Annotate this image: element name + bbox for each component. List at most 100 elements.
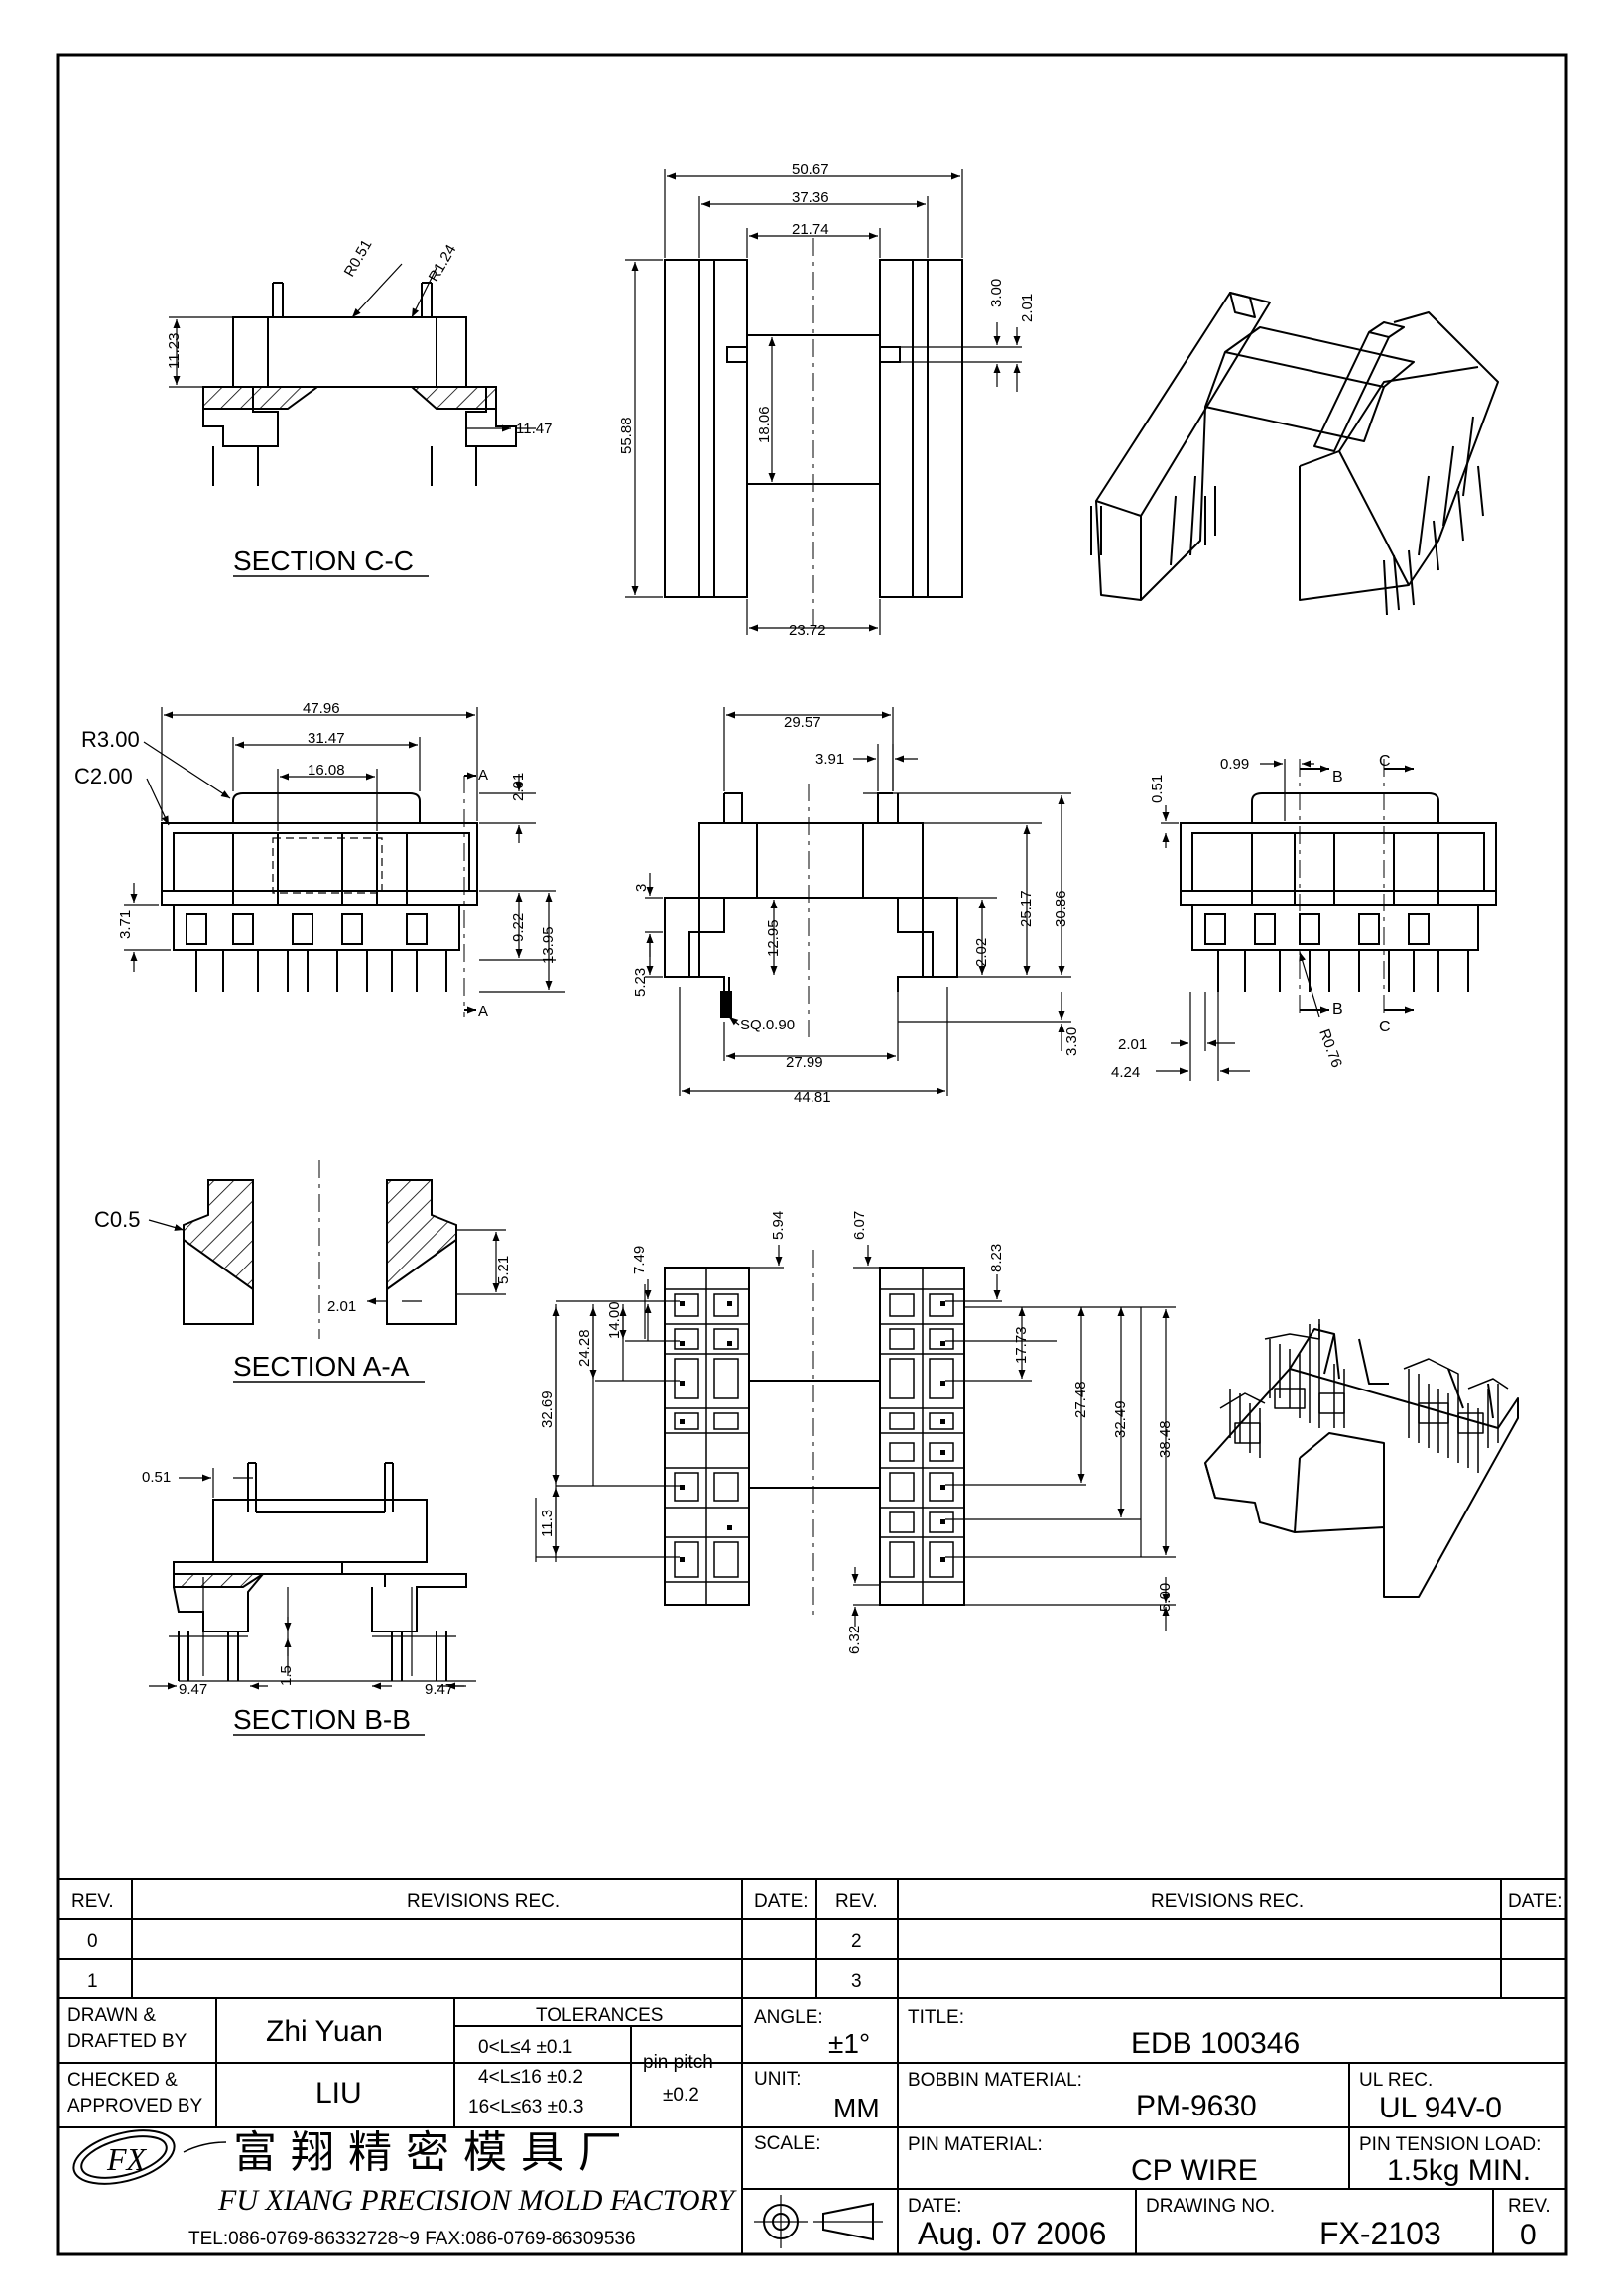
checked-label-line2: APPROVED BY — [67, 2096, 203, 2116]
dim-2-01: 2.01 — [1019, 294, 1036, 322]
rev-row-1: 1 — [87, 1971, 98, 1992]
dim-50-67: 50.67 — [792, 161, 829, 178]
pin-material-value: CP WIRE — [1131, 2154, 1258, 2187]
section-c-c-view — [169, 263, 536, 486]
checked-label-line1: CHECKED & — [67, 2070, 178, 2091]
tolerances-label: TOLERANCES — [536, 2005, 663, 2026]
drawing-border — [56, 53, 1568, 2256]
scale-label: SCALE: — [754, 2133, 821, 2154]
rev-header-left: REV. — [71, 1891, 114, 1912]
dim-11-47: 11.47 — [516, 421, 552, 437]
top-view — [625, 169, 1022, 635]
dim-3-71: 3.71 — [117, 910, 134, 939]
unit-value: MM — [833, 2093, 880, 2123]
dim-6-32: 6.32 — [846, 1626, 863, 1654]
dim-23-72: 23.72 — [789, 622, 826, 639]
company-contact: TEL:086-0769-86332728~9 FAX:086-0769-863… — [188, 2229, 636, 2249]
ul-rec-label: UL REC. — [1359, 2070, 1433, 2091]
company-logo-text: FX — [106, 2141, 148, 2177]
rev-value: 0 — [1520, 2219, 1537, 2251]
bobbin-material-value: PM-9630 — [1136, 2090, 1257, 2122]
section-b-b-caption: SECTION B-B — [233, 1704, 411, 1735]
dim-13-95: 13.95 — [540, 926, 557, 964]
dim-5-21: 5.21 — [495, 1256, 512, 1284]
dim-1-5: 1.5 — [278, 1665, 295, 1686]
dim-0-51-rear: 0.51 — [1149, 775, 1166, 803]
title-label: TITLE: — [908, 2007, 964, 2028]
unit-label: UNIT: — [754, 2069, 802, 2090]
cut-mark-c-bottom: C — [1379, 1019, 1391, 1035]
dim-31-47: 31.47 — [308, 730, 345, 747]
cut-mark-c-top: C — [1379, 753, 1391, 770]
dim-30-86: 30.86 — [1053, 890, 1069, 927]
front-view — [124, 707, 565, 1017]
rev-row-3: 3 — [851, 1971, 862, 1992]
dim-8-23: 8.23 — [988, 1244, 1005, 1272]
checked-by-value: LIU — [315, 2077, 362, 2110]
dim-18-06: 18.06 — [756, 406, 773, 443]
dim-6-07: 6.07 — [851, 1211, 868, 1240]
side-view — [645, 707, 1071, 1096]
company-logo-icon — [72, 2129, 227, 2185]
rev-row-0: 0 — [87, 1931, 98, 1952]
dim-25-17: 25.17 — [1018, 890, 1035, 927]
dim-32-69: 32.69 — [539, 1390, 556, 1428]
dim-3-30: 3.30 — [1063, 1027, 1080, 1056]
dim-55-88: 55.88 — [618, 417, 635, 454]
angle-label: ANGLE: — [754, 2007, 823, 2028]
dim-r0-76: R0.76 — [1315, 1027, 1345, 1070]
section-c-c-caption: SECTION C-C — [233, 545, 414, 576]
tolerance-row-1: 0<L≤4 ±0.1 — [478, 2037, 572, 2058]
section-a-a-view — [148, 1160, 506, 1339]
dim-24-28: 24.28 — [576, 1329, 593, 1367]
company-name-en: FU XIANG PRECISION MOLD FACTORY — [217, 2184, 737, 2217]
bobbin-material-label: BOBBIN MATERIAL: — [908, 2070, 1082, 2091]
title-block — [58, 1998, 1566, 2254]
dim-2-02: 2.02 — [973, 938, 990, 967]
dim-44-81: 44.81 — [794, 1089, 831, 1106]
rear-view — [1156, 759, 1497, 1081]
company-name-cn: 富 翔 精 密 模 具 厂 — [233, 2127, 622, 2178]
tolerance-row-2: 4<L≤16 ±0.2 — [478, 2067, 583, 2088]
dim-38-48: 38.48 — [1157, 1420, 1174, 1458]
dim-3: 3 — [633, 884, 650, 892]
cut-mark-a-top: A — [478, 767, 488, 784]
dim-16-08: 16.08 — [308, 762, 345, 779]
dim-9-47-right: 9.47 — [425, 1681, 453, 1698]
dim-2-01-front: 2.01 — [510, 773, 527, 801]
date-header-right: DATE: — [1508, 1891, 1562, 1912]
dim-9-47-left: 9.47 — [179, 1681, 207, 1698]
revision-table — [58, 1878, 1566, 1999]
dim-17-73: 17.73 — [1013, 1326, 1030, 1364]
rev-header-right: REV. — [835, 1891, 878, 1912]
revisions-header-right: REVISIONS REC. — [1151, 1891, 1304, 1912]
dim-7-49: 7.49 — [631, 1246, 648, 1274]
cut-mark-b-bottom: B — [1332, 1001, 1343, 1018]
rev-label: REV. — [1508, 2196, 1551, 2217]
isometric-view-bottom — [1204, 1319, 1519, 1598]
drawing-no-label: DRAWING NO. — [1146, 2196, 1275, 2217]
section-b-b-view — [149, 1462, 476, 1690]
pin-tension-label: PIN TENSION LOAD: — [1359, 2134, 1541, 2155]
checked-label: CHECKED & APPROVED BY — [67, 2070, 203, 2116]
dim-sq-0-90: SQ.0.90 — [740, 1017, 795, 1033]
dim-29-57: 29.57 — [784, 714, 821, 731]
dim-32-49: 32.49 — [1112, 1400, 1129, 1438]
angle-value: ±1° — [828, 2028, 870, 2059]
dim-21-74: 21.74 — [792, 221, 829, 238]
drawn-label-line1: DRAWN & — [67, 2005, 156, 2026]
pin-tension-value: 1.5kg MIN. — [1387, 2154, 1531, 2187]
dim-11-23: 11.23 — [166, 333, 183, 369]
pin-material-label: PIN MATERIAL: — [908, 2134, 1043, 2155]
dim-9-22: 9.22 — [510, 913, 527, 942]
dim-47-96: 47.96 — [303, 700, 340, 717]
dim-c2-00: C2.00 — [74, 764, 133, 788]
title-value: EDB 100346 — [1131, 2027, 1300, 2060]
dim-r1-24: R1.24 — [426, 242, 460, 285]
dim-3-00: 3.00 — [988, 279, 1005, 307]
dim-c0-5: C0.5 — [94, 1207, 140, 1232]
drawing-no-value: FX-2103 — [1319, 2216, 1441, 2251]
drawn-label-line2: DRAFTED BY — [67, 2031, 187, 2052]
dim-3-91: 3.91 — [815, 751, 844, 768]
dim-27-48: 27.48 — [1072, 1381, 1089, 1418]
